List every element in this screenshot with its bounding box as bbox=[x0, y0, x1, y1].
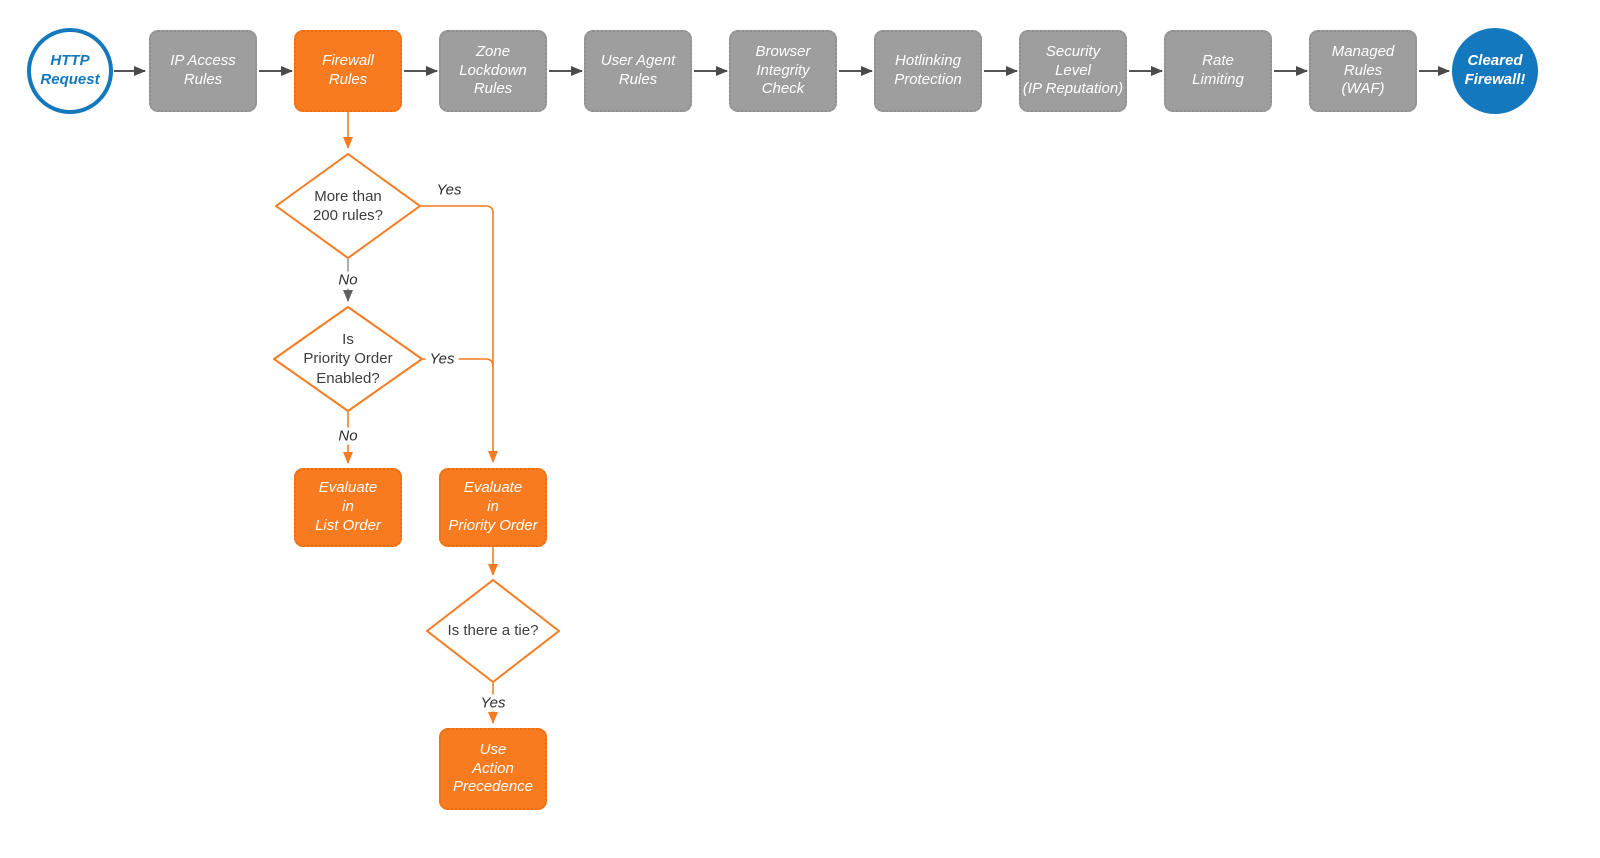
edge-label-yes-rules-decision: Yes bbox=[432, 181, 466, 199]
node-user-agent-rules: User Agent Rules bbox=[584, 30, 692, 112]
node-browser-integrity-check: Browser Integrity Check bbox=[729, 30, 837, 112]
node-use-action-precedence: Use Action Precedence bbox=[439, 728, 547, 810]
node-evaluate-in-priority-order-label: Evaluate in Priority Order bbox=[448, 479, 538, 534]
node-hotlinking-protection-label: Hotlinking Protection bbox=[894, 52, 962, 88]
decision-more-than-200-rules: More than 200 rules? bbox=[275, 153, 421, 259]
edge-priority-enabled-yes-join bbox=[423, 358, 494, 368]
node-evaluate-in-list-order-label: Evaluate in List Order bbox=[315, 479, 381, 534]
node-http-request: HTTP Request bbox=[27, 28, 113, 114]
decision-more-than-200-rules-label: More than 200 rules? bbox=[312, 187, 384, 225]
node-firewall-rules-label: Firewall Rules bbox=[322, 52, 374, 88]
node-ip-access-rules-label: IP Access Rules bbox=[170, 52, 236, 88]
diamond-shape bbox=[275, 153, 421, 259]
decision-is-there-a-tie-label: Is there a tie? bbox=[447, 622, 539, 640]
decision-is-there-a-tie: Is there a tie? bbox=[426, 579, 560, 683]
node-hotlinking-protection: Hotlinking Protection bbox=[874, 30, 982, 112]
edge-label-no-priority-enabled: No bbox=[334, 427, 362, 445]
node-security-level: Security Level (IP Reputation) bbox=[1019, 30, 1127, 112]
edge-label-yes-tie-decision: Yes bbox=[476, 694, 510, 712]
node-use-action-precedence-label: Use Action Precedence bbox=[452, 740, 534, 796]
edge-rules-decision-yes-to-priority-order bbox=[421, 205, 498, 463]
node-browser-integrity-check-label: Browser Integrity Check bbox=[755, 42, 811, 98]
node-managed-rules-waf: Managed Rules (WAF) bbox=[1309, 30, 1417, 112]
node-user-agent-rules-label: User Agent Rules bbox=[600, 52, 676, 88]
node-zone-lockdown-rules-label: Zone Lockdown Rules bbox=[459, 42, 527, 98]
decision-priority-order-enabled-label: Is Priority Order Enabled? bbox=[303, 330, 393, 387]
edge-label-no-rules-decision: No bbox=[334, 271, 362, 289]
decision-priority-order-enabled: Is Priority Order Enabled? bbox=[273, 306, 423, 412]
diamond-shape bbox=[273, 306, 423, 412]
node-cleared-firewall-label: Cleared Firewall! bbox=[1464, 52, 1526, 88]
node-firewall-rules: Firewall Rules bbox=[294, 30, 402, 112]
node-evaluate-in-priority-order: Evaluate in Priority Order bbox=[439, 468, 547, 547]
diamond-shape bbox=[426, 579, 560, 683]
edge-label-yes-priority-enabled: Yes bbox=[425, 350, 459, 368]
node-http-request-label: HTTP Request bbox=[40, 52, 100, 88]
node-managed-rules-waf-label: Managed Rules (WAF) bbox=[1331, 42, 1395, 98]
node-ip-access-rules: IP Access Rules bbox=[149, 30, 257, 112]
node-evaluate-in-list-order: Evaluate in List Order bbox=[294, 468, 402, 547]
node-rate-limiting: Rate Limiting bbox=[1164, 30, 1272, 112]
node-zone-lockdown-rules: Zone Lockdown Rules bbox=[439, 30, 547, 112]
node-cleared-firewall: Cleared Firewall! bbox=[1452, 28, 1538, 114]
node-security-level-label: Security Level (IP Reputation) bbox=[1022, 42, 1124, 98]
node-rate-limiting-label: Rate Limiting bbox=[1192, 52, 1244, 88]
